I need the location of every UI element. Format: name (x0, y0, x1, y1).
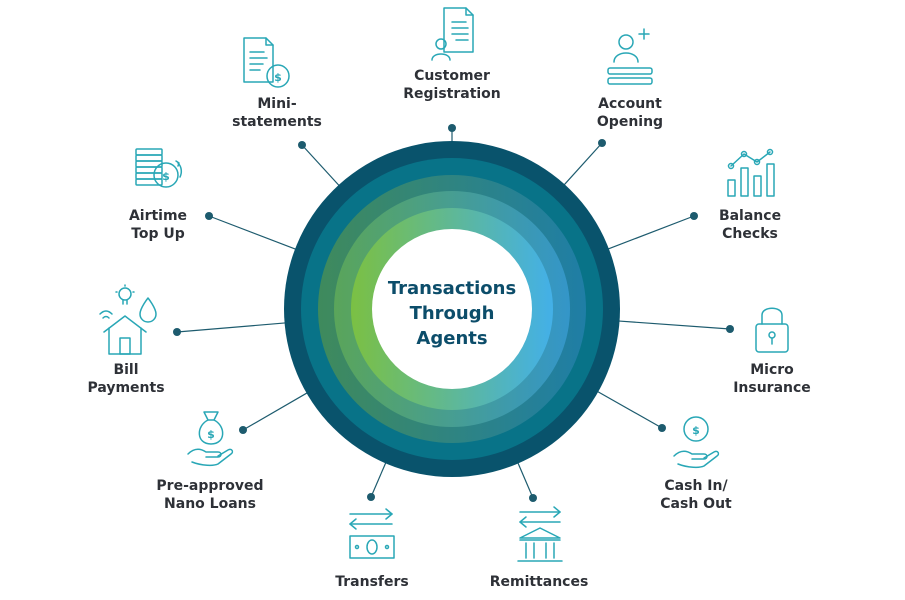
svg-text:$: $ (274, 71, 282, 84)
connector-dot-cash-in-out (658, 424, 666, 432)
label-cash-in-out: Cash In/ Cash Out (660, 478, 732, 512)
label-airtime-top-up: Airtime Top Up (128, 208, 188, 242)
connector-dots (173, 124, 734, 502)
connector-dot-micro-insurance (726, 325, 734, 333)
center-title-line3: Agents (416, 328, 488, 349)
connector-line-balance-checks (606, 215, 695, 251)
connector-dot-remittances (529, 494, 537, 502)
label-bill-payments: Bill Payments (87, 362, 165, 396)
hand-moneybag-icon: $ (184, 408, 238, 468)
label-transfers: Transfers (335, 574, 409, 590)
connector-dot-mini-statements (298, 141, 306, 149)
house-utilities-icon (96, 284, 158, 356)
label-micro-insurance: Micro Insurance (733, 362, 811, 396)
connector-dot-airtime-top-up (205, 212, 213, 220)
connector-line-bill-payments (176, 322, 287, 333)
connector-line-transfers (370, 461, 387, 498)
connector-dot-bill-payments (173, 328, 181, 336)
connector-line-airtime-top-up (208, 215, 298, 251)
connector-dot-nano-loans (239, 426, 247, 434)
connector-dot-transfers (367, 493, 375, 501)
hand-coin-icon: $ (670, 414, 722, 470)
label-remittances: Remittances (489, 574, 589, 590)
connector-dot-customer-registration (448, 124, 456, 132)
svg-text:$: $ (162, 170, 170, 183)
connector-dot-account-opening (598, 139, 606, 147)
connector-line-micro-insurance (617, 320, 731, 330)
add-user-icon (604, 26, 656, 90)
connector-line-remittances (516, 461, 534, 499)
bank-transfer-icon (514, 504, 566, 566)
label-mini-statements: Mini- statements (232, 96, 322, 130)
padlock-icon (752, 302, 792, 356)
center-title-line2: Through (409, 303, 495, 324)
label-customer-registration: Customer Registration (403, 68, 501, 102)
label-account-opening: Account Opening (596, 96, 664, 130)
connector-line-mini-statements (301, 144, 341, 187)
center-disc (372, 229, 532, 389)
label-balance-checks: Balance Checks (718, 208, 782, 242)
connector-line-nano-loans (242, 391, 309, 431)
svg-text:$: $ (207, 428, 215, 441)
connector-line-account-opening (562, 142, 603, 187)
bar-chart-icon (722, 148, 780, 198)
connector-dot-balance-checks (690, 212, 698, 220)
label-nano-loans: Pre-approved Nano Loans (156, 478, 264, 512)
document-dollar-icon: $ (240, 36, 296, 92)
coin-stack-icon: $ (132, 145, 186, 193)
connectors (176, 128, 731, 499)
center-title: Transactions Through Agents (372, 276, 532, 351)
center-title-line1: Transactions (387, 278, 517, 299)
svg-text:$: $ (692, 424, 700, 437)
money-transfer-icon (346, 508, 398, 562)
document-person-icon (430, 6, 476, 62)
connector-line-cash-in-out (596, 390, 663, 429)
